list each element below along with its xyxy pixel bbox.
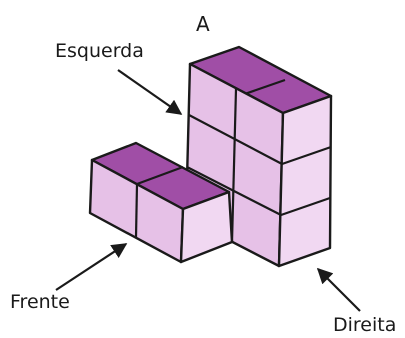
- cube-right-face: [179, 190, 234, 264]
- arrow-esquerda: [117, 69, 183, 115]
- label-left: Esquerda: [55, 40, 144, 62]
- cube-edge: [186, 166, 282, 216]
- cube-edge: [188, 114, 283, 165]
- cube-right-face: [277, 94, 333, 268]
- arrow-direita: [316, 267, 361, 312]
- cube-edge: [280, 196, 331, 217]
- arrow-frente: [55, 243, 128, 291]
- cube-edge: [136, 165, 184, 186]
- label-top: A: [196, 12, 210, 36]
- cube-edge: [281, 145, 332, 166]
- cube-edge: [230, 88, 238, 243]
- label-right: Direita: [333, 314, 397, 336]
- label-front: Frente: [10, 291, 70, 313]
- cube-edge: [134, 183, 139, 238]
